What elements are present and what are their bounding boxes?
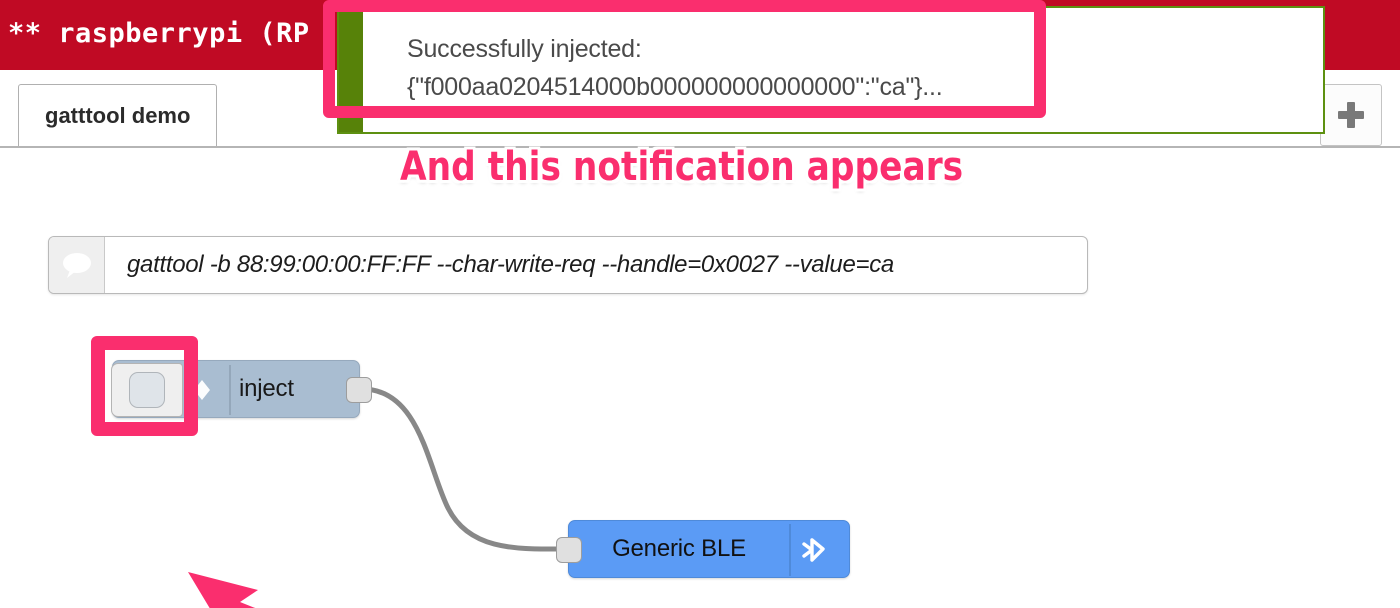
comment-bubble-icon [49,237,105,293]
notification-toast[interactable]: Successfully injected: {"f000aa020451400… [337,6,1325,134]
ble-input-port[interactable] [556,537,582,563]
flow-canvas[interactable]: gatttool -b 88:99:00:00:FF:FF --char-wri… [0,148,1400,608]
comment-text: gatttool -b 88:99:00:00:FF:FF --char-wri… [127,251,894,278]
notification-line-2: {"f000aa0204514000b000000000000000":"ca"… [407,73,943,101]
inject-button-icon [129,372,165,408]
inject-trigger-button[interactable] [111,363,183,417]
add-tab-button[interactable] [1320,84,1382,146]
plus-icon [1338,102,1364,128]
ble-node-label: Generic BLE [612,535,746,562]
inject-node-label: inject [239,375,294,402]
inject-divider [229,365,231,415]
tab-label: gatttool demo [45,102,191,128]
notification-line-1: Successfully injected: [407,35,642,63]
comment-node[interactable]: gatttool -b 88:99:00:00:FF:FF --char-wri… [48,236,1088,294]
flow-wire [359,386,571,552]
generic-ble-node[interactable]: Generic BLE [556,520,850,578]
window-title: ** raspberrypi (RP [8,18,310,49]
inject-diamond-icon [194,380,210,400]
tab-gatttool-demo[interactable]: gatttool demo [18,84,218,146]
notification-accent-bar [339,8,363,132]
notification-body: Successfully injected: {"f000aa020451400… [363,8,1323,132]
comment-bubble-glyph [62,253,91,278]
inject-node[interactable]: inject [111,360,372,418]
inject-output-port[interactable] [346,377,372,403]
annotation-notification-appears: And this notification appears [400,144,964,190]
bluetooth-icon [802,538,825,562]
ble-divider [789,524,791,576]
annotation-arrow-icon [188,572,258,608]
